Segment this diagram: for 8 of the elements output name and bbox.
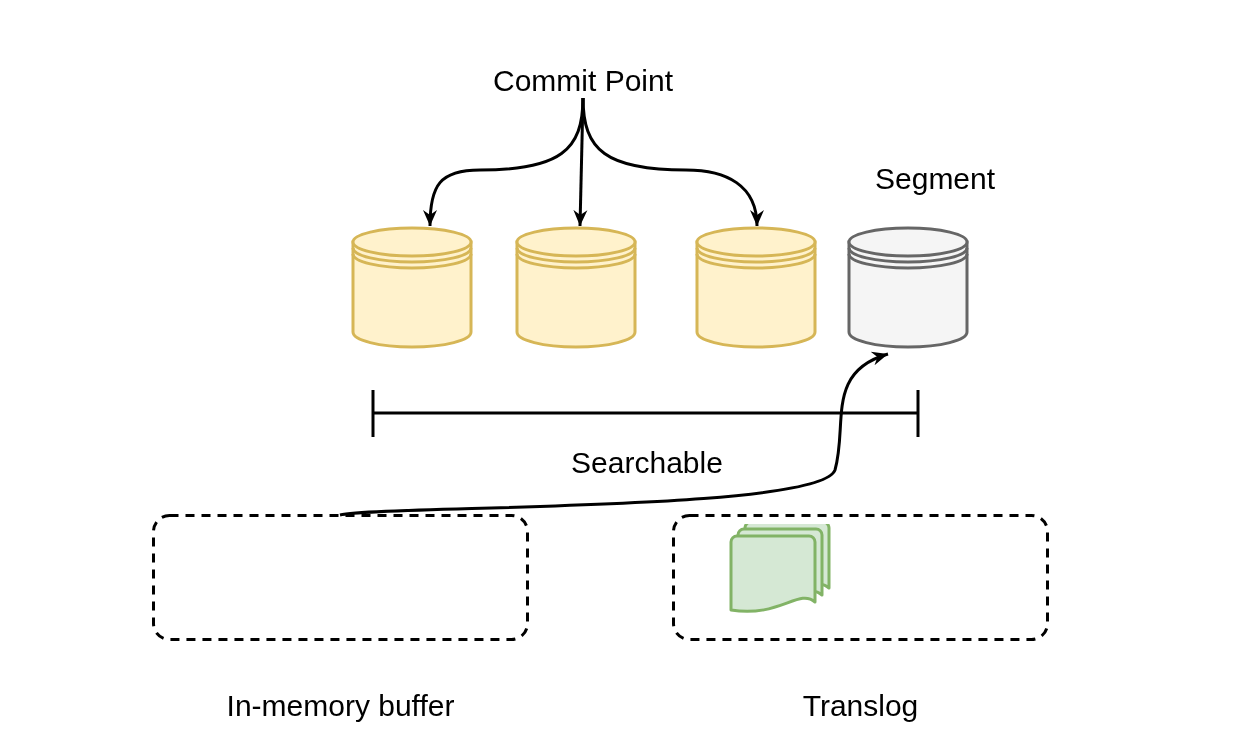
- node-label: Commit Point: [491, 63, 674, 99]
- arrow: [339, 352, 889, 517]
- arrow: [581, 97, 763, 227]
- container-label: Translog: [801, 688, 920, 724]
- dimension-label: Searchable: [570, 445, 724, 481]
- container-label: In-memory buffer: [225, 688, 456, 724]
- arrow: [573, 97, 588, 227]
- node-label: Segment: [875, 161, 996, 197]
